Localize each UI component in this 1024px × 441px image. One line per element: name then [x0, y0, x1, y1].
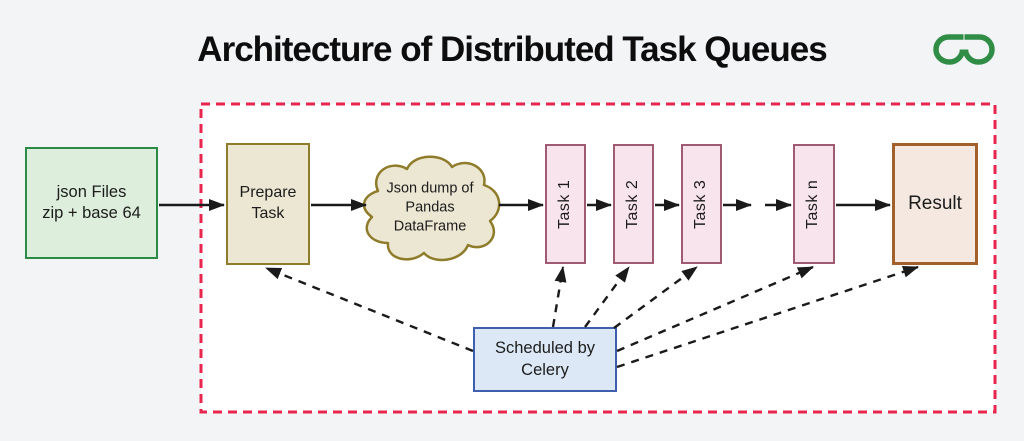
scheduler-label-line1: Scheduled by — [495, 339, 595, 358]
json-files-label-line2: zip + base 64 — [42, 204, 141, 222]
node-task-3: Task 3 — [681, 144, 722, 264]
node-scheduled-by-celery: Scheduled by Celery — [473, 327, 617, 392]
result-label: Result — [908, 192, 962, 214]
geeksforgeeks-logo-icon — [932, 28, 996, 68]
node-task-1: Task 1 — [545, 144, 586, 264]
prepare-task-label-line1: Prepare — [239, 184, 297, 202]
node-prepare-task: Prepare Task — [226, 143, 310, 265]
prepare-task-label-line2: Task — [251, 205, 285, 222]
node-result: Result — [892, 143, 978, 265]
node-json-files: json Files zip + base 64 — [25, 147, 158, 259]
page-title: Architecture of Distributed Task Queues — [197, 30, 827, 69]
node-task-2: Task 2 — [613, 144, 654, 264]
cloud-label-line2: Pandas — [405, 199, 455, 216]
node-task-n: Task n — [793, 144, 835, 264]
task-2-label: Task 2 — [624, 179, 642, 229]
task-3-label: Task 3 — [692, 179, 710, 229]
cloud-label-line3: DataFrame — [393, 218, 467, 235]
task-n-label: Task n — [804, 179, 822, 229]
node-json-dump-cloud: Json dump of Pandas DataFrame — [352, 147, 508, 269]
task-1-label: Task 1 — [556, 179, 574, 229]
scheduler-label-line2: Celery — [521, 360, 569, 379]
json-files-label-line1: json Files — [56, 182, 127, 201]
cloud-label-line1: Json dump of — [386, 180, 474, 197]
